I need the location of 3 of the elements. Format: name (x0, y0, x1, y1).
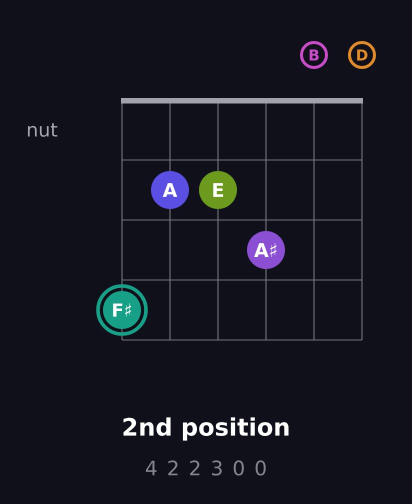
title: 2nd position (124, 417, 289, 441)
fingering-label: 4 2 2 3 0 0 (146, 460, 266, 476)
nut-label: nut (28, 123, 58, 137)
